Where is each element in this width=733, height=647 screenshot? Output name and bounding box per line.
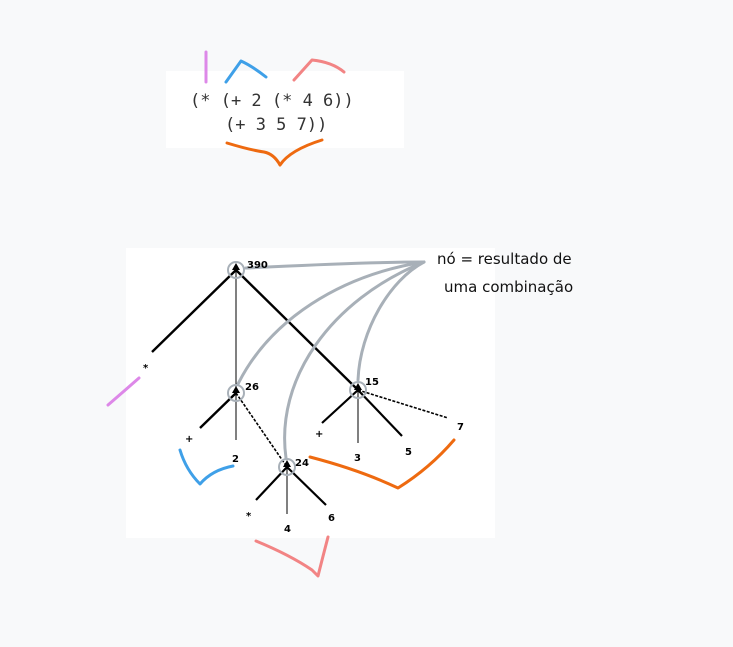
node-pointers (236, 260, 426, 460)
leaf-left-value: 2 (232, 454, 239, 465)
code-line-2: (+ 3 5 7)) (225, 115, 328, 135)
code-line-1: (* (+ 2 (* 4 6)) (190, 91, 354, 111)
node-left (227, 384, 245, 402)
mark-addition-inner-code (224, 59, 268, 84)
pointer-to-root (244, 260, 426, 270)
node-value-right: 15 (365, 377, 379, 388)
edge-inner-leaf-b (286, 466, 327, 506)
leaf-inner-operator: * (246, 511, 252, 522)
leaf-right-value-a: 3 (354, 453, 361, 464)
leaf-inner-value-b: 6 (328, 513, 335, 524)
leaf-left-operator: + (185, 434, 193, 445)
edge-right-leaf-b (357, 389, 403, 437)
arrow-up-icon (232, 263, 240, 270)
code-snippet-panel: (* (+ 2 (* 4 6)) (+ 3 5 7)) (166, 71, 404, 148)
node-value-left: 26 (245, 382, 259, 393)
pointer-to-right (356, 260, 426, 382)
annotation-line-1: nó = resultado de (437, 250, 572, 268)
mark-addition-inner-tree (178, 448, 235, 486)
leaf-right-operator: + (315, 429, 323, 440)
node-value-root: 390 (247, 260, 268, 271)
node-arrows (232, 263, 362, 467)
mark-addition-outer-tree (308, 438, 456, 490)
leaf-inner-value-a: 4 (284, 524, 291, 535)
leaf-right-value-c: 7 (457, 422, 464, 433)
annotation-line-2: uma combinação (444, 278, 574, 296)
mark-multiply-inner-code (292, 58, 346, 82)
arrow-up-icon (283, 460, 291, 467)
tree-edges (151, 269, 449, 514)
tree-nodes (227, 261, 367, 476)
mark-addition-outer-code (225, 138, 324, 167)
edge-right-leaf-c (357, 389, 449, 419)
edge-inner-operator (255, 466, 288, 501)
node-value-inner: 24 (295, 458, 309, 469)
node-right (349, 381, 367, 399)
node-root (227, 261, 245, 279)
pointer-to-inner (283, 260, 426, 460)
leaf-root-operator: * (143, 363, 149, 374)
edge-root-right (235, 269, 359, 391)
edge-root-operator (151, 269, 237, 353)
leaf-right-value-b: 5 (405, 447, 412, 458)
arrow-up-icon (232, 386, 240, 393)
mark-multiply-inner-tree (254, 535, 330, 578)
color-annotations (106, 50, 456, 578)
mark-multiply-outer-tree (106, 376, 141, 407)
pointer-to-left (236, 260, 426, 386)
edge-left-inner (235, 392, 288, 468)
arrow-up-icon (354, 383, 362, 390)
